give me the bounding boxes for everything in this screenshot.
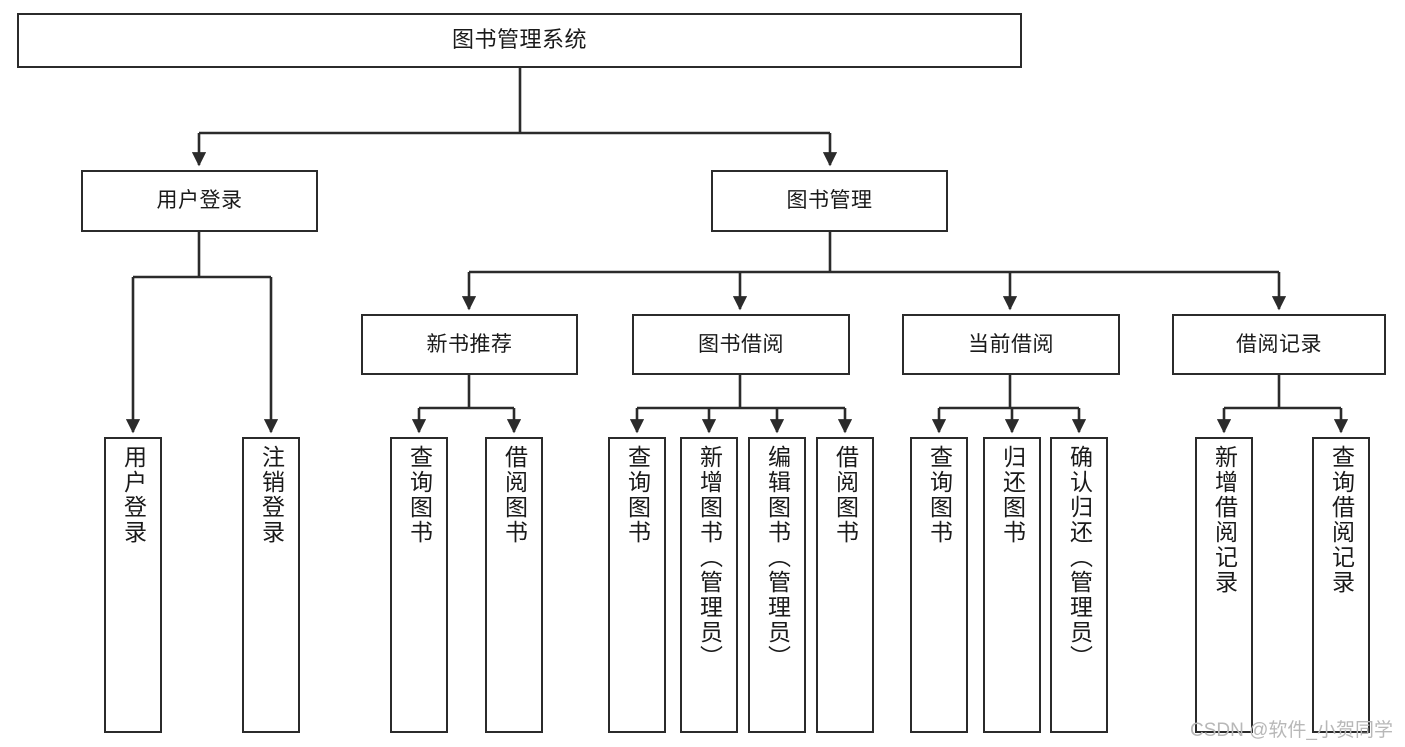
node-leaf-query-book-1-label: 查询图书 bbox=[406, 445, 433, 545]
node-leaf-add-book[interactable]: 新增图书（管理员） bbox=[680, 437, 738, 733]
node-new-book-recommend[interactable]: 新书推荐 bbox=[361, 314, 578, 375]
node-leaf-query-book-2[interactable]: 查询图书 bbox=[608, 437, 666, 733]
node-leaf-user-login-label: 用户登录 bbox=[120, 445, 147, 545]
node-borrow-record-label: 借阅记录 bbox=[1236, 332, 1322, 356]
node-leaf-user-login[interactable]: 用户登录 bbox=[104, 437, 162, 733]
node-leaf-query-book-2-label: 查询图书 bbox=[624, 445, 651, 545]
node-leaf-query-book-3[interactable]: 查询图书 bbox=[910, 437, 968, 733]
node-borrow-record[interactable]: 借阅记录 bbox=[1172, 314, 1386, 375]
node-book-borrow[interactable]: 图书借阅 bbox=[632, 314, 850, 375]
node-new-book-recommend-label: 新书推荐 bbox=[426, 332, 513, 356]
node-leaf-borrow-book-1-label: 借阅图书 bbox=[501, 445, 528, 545]
node-leaf-confirm-return-label: 确认归还（管理员） bbox=[1066, 445, 1093, 670]
node-leaf-add-record[interactable]: 新增借阅记录 bbox=[1195, 437, 1253, 733]
node-root-label: 图书管理系统 bbox=[451, 27, 587, 53]
node-leaf-borrow-book-2-label: 借阅图书 bbox=[832, 445, 859, 545]
node-leaf-query-record-label: 查询借阅记录 bbox=[1328, 445, 1355, 595]
node-leaf-logout-login[interactable]: 注销登录 bbox=[242, 437, 300, 733]
node-book-manage-label: 图书管理 bbox=[786, 189, 873, 213]
node-book-manage[interactable]: 图书管理 bbox=[711, 170, 948, 232]
node-leaf-logout-login-label: 注销登录 bbox=[258, 445, 285, 545]
node-leaf-return-book[interactable]: 归还图书 bbox=[983, 437, 1041, 733]
node-leaf-query-book-1[interactable]: 查询图书 bbox=[390, 437, 448, 733]
node-leaf-return-book-label: 归还图书 bbox=[999, 445, 1026, 545]
node-current-borrow[interactable]: 当前借阅 bbox=[902, 314, 1120, 375]
csdn-watermark: CSDN @软件_小贺同学 bbox=[1190, 720, 1393, 741]
node-leaf-confirm-return[interactable]: 确认归还（管理员） bbox=[1050, 437, 1108, 733]
node-root[interactable]: 图书管理系统 bbox=[17, 13, 1022, 68]
node-leaf-add-record-label: 新增借阅记录 bbox=[1211, 445, 1238, 595]
node-leaf-borrow-book-1[interactable]: 借阅图书 bbox=[485, 437, 543, 733]
node-leaf-edit-book-label: 编辑图书（管理员） bbox=[764, 445, 791, 670]
node-book-borrow-label: 图书借阅 bbox=[698, 332, 784, 356]
node-user-login-label: 用户登录 bbox=[156, 189, 243, 213]
node-current-borrow-label: 当前借阅 bbox=[968, 332, 1054, 356]
node-leaf-query-book-3-label: 查询图书 bbox=[926, 445, 953, 545]
node-leaf-edit-book[interactable]: 编辑图书（管理员） bbox=[748, 437, 806, 733]
node-leaf-query-record[interactable]: 查询借阅记录 bbox=[1312, 437, 1370, 733]
node-user-login[interactable]: 用户登录 bbox=[81, 170, 318, 232]
node-leaf-borrow-book-2[interactable]: 借阅图书 bbox=[816, 437, 874, 733]
node-leaf-add-book-label: 新增图书（管理员） bbox=[696, 445, 723, 670]
